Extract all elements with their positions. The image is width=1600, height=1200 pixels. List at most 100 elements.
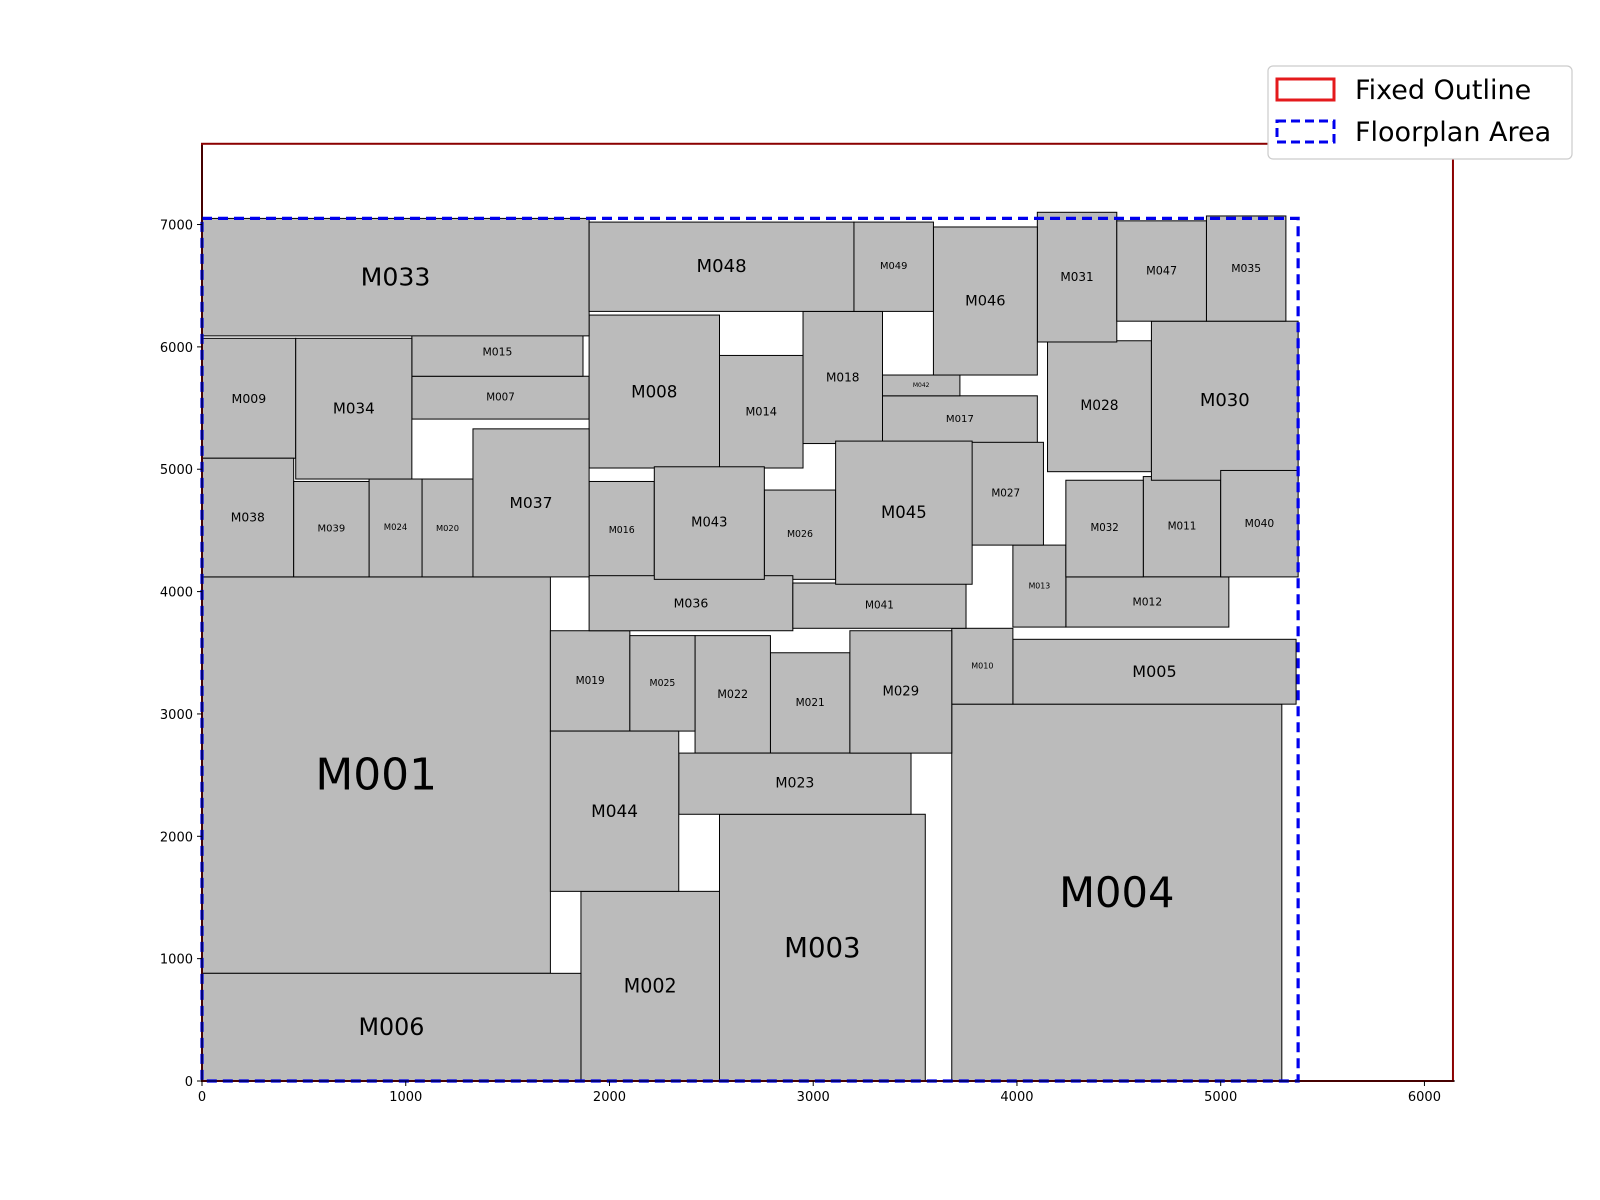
module-m035 <box>1205 215 1287 322</box>
module-label-m044: M044 <box>591 801 638 821</box>
module-m023 <box>678 752 912 815</box>
module-m043 <box>653 466 765 580</box>
y-tick-label: 7000 <box>160 219 193 234</box>
module-label-m031: M031 <box>1060 270 1093 284</box>
module-label-m012: M012 <box>1133 595 1163 608</box>
module-m025 <box>629 635 696 732</box>
module-m045 <box>835 440 973 585</box>
legend-swatch-floorplan-area <box>1275 119 1336 144</box>
module-label-m022: M022 <box>717 688 748 701</box>
legend-box <box>1267 65 1573 160</box>
module-label-m011: M011 <box>1168 521 1197 533</box>
module-label-m038: M038 <box>231 511 265 525</box>
module-m005 <box>1012 638 1297 705</box>
module-label-m030: M030 <box>1200 390 1250 411</box>
module-m022 <box>694 635 771 754</box>
module-label-m029: M029 <box>883 684 920 699</box>
module-label-m021: M021 <box>796 697 825 709</box>
module-m014 <box>718 354 804 469</box>
module-m039 <box>293 480 370 578</box>
module-m018 <box>802 310 883 445</box>
module-label-m042: M042 <box>913 382 930 389</box>
legend: Fixed Outline Floorplan Area <box>1267 65 1573 160</box>
module-label-m006: M006 <box>359 1013 425 1041</box>
module-label-m013: M013 <box>1029 582 1051 591</box>
module-m027 <box>967 441 1044 546</box>
module-label-m024: M024 <box>384 523 408 533</box>
module-m047 <box>1116 220 1207 322</box>
module-label-m036: M036 <box>674 596 709 611</box>
module-label-m005: M005 <box>1132 662 1176 681</box>
module-label-m043: M043 <box>691 516 727 531</box>
module-m048 <box>588 221 855 312</box>
module-m028 <box>1047 340 1152 473</box>
x-tick-label: 1000 <box>389 1090 422 1105</box>
module-m040 <box>1220 469 1299 578</box>
module-m020 <box>421 478 474 578</box>
module-label-m018: M018 <box>826 370 860 384</box>
module-label-m008: M008 <box>631 382 677 402</box>
module-m031 <box>1036 211 1118 343</box>
module-label-m034: M034 <box>333 400 375 418</box>
module-m007 <box>411 375 590 420</box>
module-label-m033: M033 <box>361 263 431 292</box>
module-m046 <box>932 226 1038 376</box>
module-label-m040: M040 <box>1245 517 1275 530</box>
y-tick-label: 0 <box>185 1075 193 1090</box>
module-label-m003: M003 <box>784 931 860 964</box>
module-label-m007: M007 <box>486 392 515 404</box>
x-tick-label: 4000 <box>1000 1090 1033 1105</box>
floorplan-area <box>200 216 1300 1083</box>
module-label-m001: M001 <box>315 750 437 801</box>
module-m042 <box>881 374 961 397</box>
x-tick-label: 0 <box>198 1090 206 1105</box>
module-label-m047: M047 <box>1146 265 1177 278</box>
module-m002 <box>580 890 720 1082</box>
legend-label-fixed-outline: Fixed Outline <box>1355 75 1531 106</box>
x-tick-label: 2000 <box>593 1090 626 1105</box>
legend-swatch-fixed-outline <box>1275 77 1336 102</box>
module-label-m048: M048 <box>696 256 746 277</box>
x-tick-label: 3000 <box>797 1090 830 1105</box>
module-label-m046: M046 <box>965 293 1005 310</box>
y-tick-label: 4000 <box>160 586 193 601</box>
y-tick-label: 6000 <box>160 341 193 356</box>
module-label-m004: M004 <box>1059 868 1174 917</box>
module-label-m002: M002 <box>624 975 677 998</box>
module-m008 <box>588 314 720 469</box>
module-label-m017: M017 <box>946 414 974 425</box>
module-m030 <box>1150 320 1299 481</box>
module-label-m023: M023 <box>775 776 814 792</box>
module-m029 <box>849 630 953 754</box>
module-m021 <box>769 652 851 754</box>
y-tick-label: 1000 <box>160 953 193 968</box>
x-tick-label: 6000 <box>1408 1090 1441 1105</box>
module-label-m032: M032 <box>1090 523 1118 534</box>
module-label-m025: M025 <box>650 678 676 689</box>
module-m006 <box>201 972 582 1082</box>
module-m044 <box>549 730 680 892</box>
module-label-m010: M010 <box>971 662 993 671</box>
module-label-m045: M045 <box>881 503 927 522</box>
module-label-m019: M019 <box>576 675 605 687</box>
module-label-m035: M035 <box>1231 262 1261 275</box>
module-label-m049: M049 <box>880 261 907 272</box>
module-label-m039: M039 <box>318 524 346 535</box>
module-m037 <box>472 428 590 578</box>
module-m019 <box>549 630 631 732</box>
module-m004 <box>951 703 1283 1082</box>
module-label-m037: M037 <box>510 494 553 512</box>
module-m038 <box>201 457 295 578</box>
y-tick-label: 2000 <box>160 830 193 845</box>
module-m001 <box>201 576 551 974</box>
module-m041 <box>792 582 967 629</box>
module-m036 <box>588 575 794 632</box>
module-label-m041: M041 <box>865 600 894 612</box>
module-m013 <box>1012 544 1067 628</box>
module-label-m015: M015 <box>482 345 512 358</box>
module-label-m028: M028 <box>1080 398 1118 414</box>
module-m010 <box>951 627 1014 705</box>
